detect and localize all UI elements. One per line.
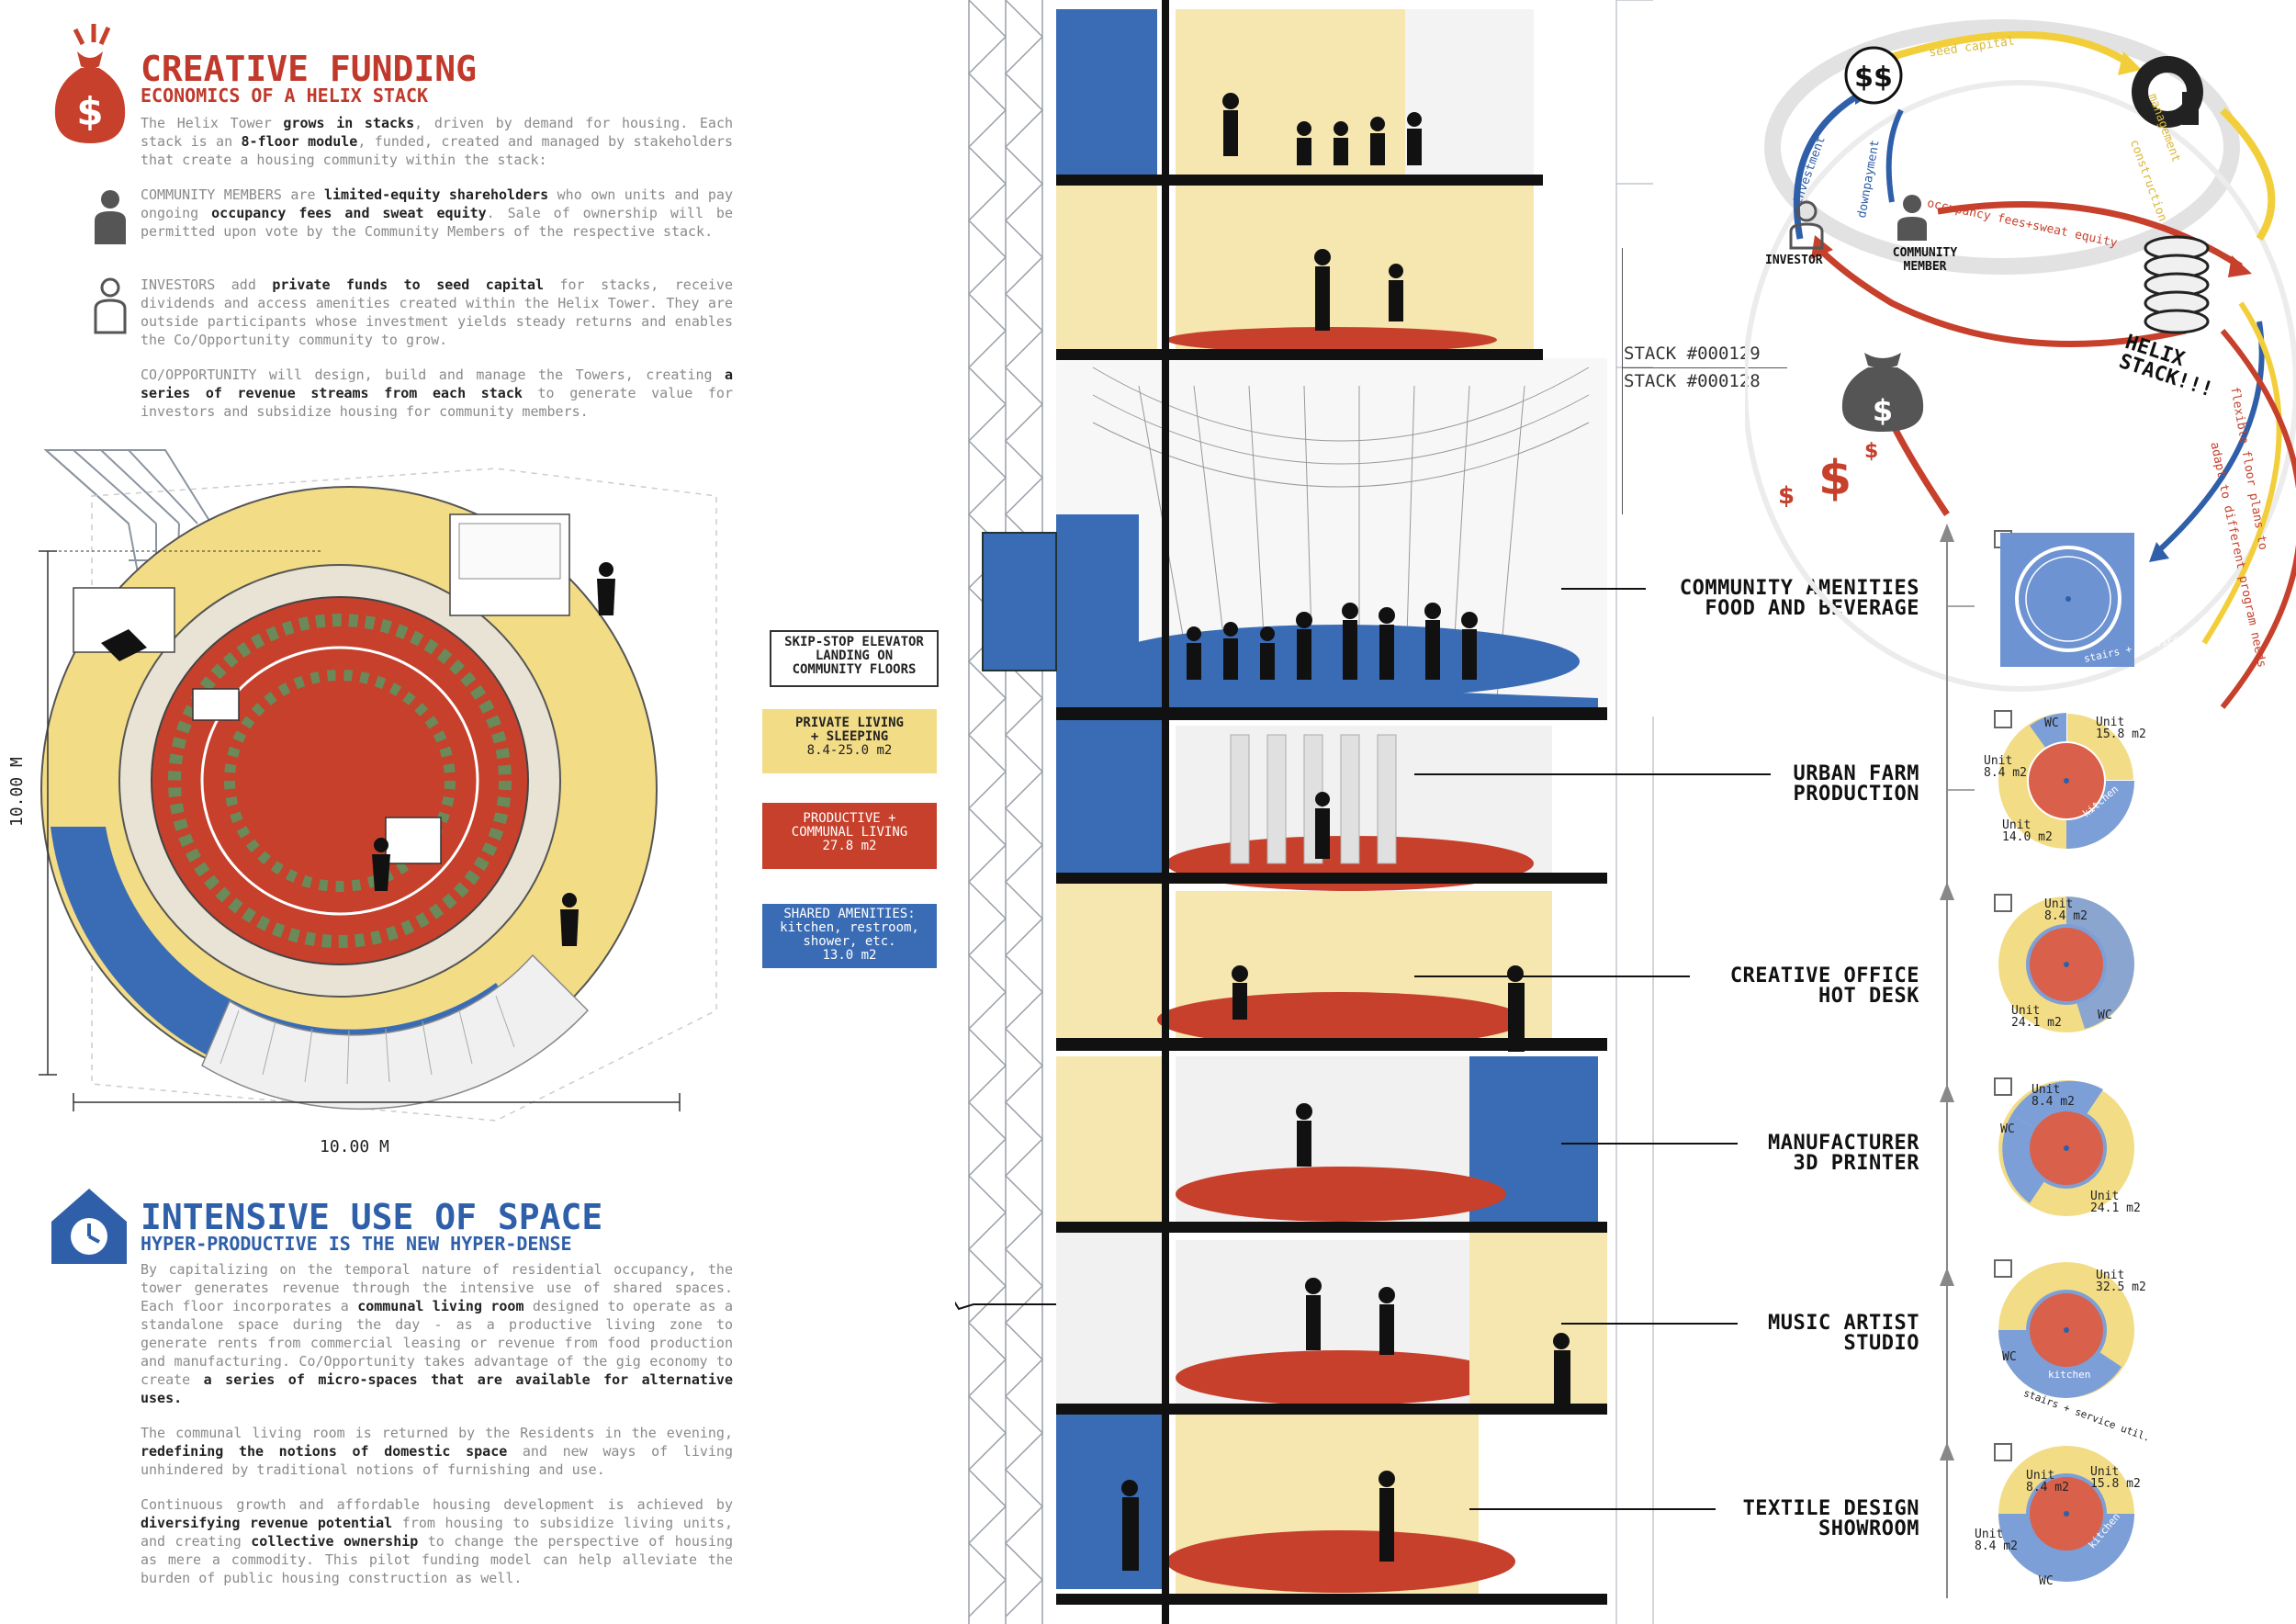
svg-text:$$: $$ (1854, 62, 1893, 94)
leader-line-creative-office (1414, 976, 1690, 977)
legend-shared-amenities: SHARED AMENITIES:kitchen, restroom,showe… (762, 904, 937, 968)
floorplan-creative-office (1994, 894, 2134, 1032)
stack-bracket (1622, 248, 1623, 514)
stack-divider (1622, 367, 1787, 368)
plan5-wc: WC (2002, 1350, 2017, 1364)
funding-cycle-diagram: $$ $ $ $ $ (1745, 19, 2296, 709)
plan2-wc: WC (2044, 716, 2059, 730)
leader-line-manufacturer (1561, 1143, 1738, 1145)
house-clock-icon (51, 1189, 127, 1264)
svg-text:$: $ (1864, 440, 1878, 463)
axonometric-floor-plan (39, 449, 717, 1122)
funding-paragraph-3: INVESTORS add private funds to seed capi… (141, 276, 733, 348)
plan3-wc: WC (2098, 1009, 2112, 1022)
stack-label-upper: STACK #000129 (1624, 344, 1761, 364)
floorplan-community (1994, 530, 2134, 667)
plan6-wc: WC (2039, 1574, 2054, 1588)
leader-line-music (1561, 1323, 1738, 1325)
plan5-kitchen: kitchen (2048, 1369, 2091, 1381)
intensive-title: INTENSIVE USE OF SPACE (141, 1197, 603, 1237)
funding-title: CREATIVE FUNDING (141, 49, 478, 89)
svg-text:$: $ (1873, 393, 1893, 428)
dimension-vertical-label: 10.00 M (7, 757, 27, 827)
leader-line-textile (1469, 1508, 1716, 1510)
svg-text:$: $ (1778, 482, 1795, 510)
community-member-icon (95, 190, 126, 244)
funding-subtitle: ECONOMICS OF A HELIX STACK (141, 85, 429, 107)
investor-icon (94, 277, 127, 334)
tower-section-illustration (955, 0, 1654, 1624)
floorplan-urban-farm (1994, 710, 2136, 849)
timeline-arrows (1940, 524, 1975, 1598)
dimension-horizontal-label: 10.00 M (320, 1137, 389, 1156)
leader-line-urban-farm (1414, 773, 1771, 775)
label-investor: INVESTOR (1765, 254, 1823, 267)
funding-paragraph-1: The Helix Tower grows in stacks, driven … (141, 115, 734, 168)
intensive-subtitle: HYPER-PRODUCTIVE IS THE NEW HYPER-DENSE (141, 1233, 572, 1255)
money-bag-icon: $ (54, 24, 126, 143)
floorplan-music (1994, 1259, 2134, 1398)
stack-label-lower: STACK #000128 (1624, 371, 1761, 391)
leader-line-community (1561, 588, 1646, 590)
floorplan-manufacturer (1994, 1077, 2134, 1216)
svg-text:$: $ (1818, 451, 1851, 506)
floorplan-textile (1994, 1443, 2134, 1582)
plan4-wc: WC (2000, 1122, 2015, 1136)
funding-paragraph-4: CO/OPPORTUNITY will design, build and ma… (141, 367, 733, 420)
funding-paragraph-2: COMMUNITY MEMBERS are limited-equity sha… (141, 186, 733, 240)
intensive-paragraph-1: By capitalizing on the temporal nature o… (141, 1261, 733, 1406)
svg-text:$: $ (76, 89, 103, 134)
intensive-paragraph-3: Continuous growth and affordable housing… (141, 1496, 734, 1586)
intensive-paragraph-2: The communal living room is returned by … (141, 1425, 733, 1478)
